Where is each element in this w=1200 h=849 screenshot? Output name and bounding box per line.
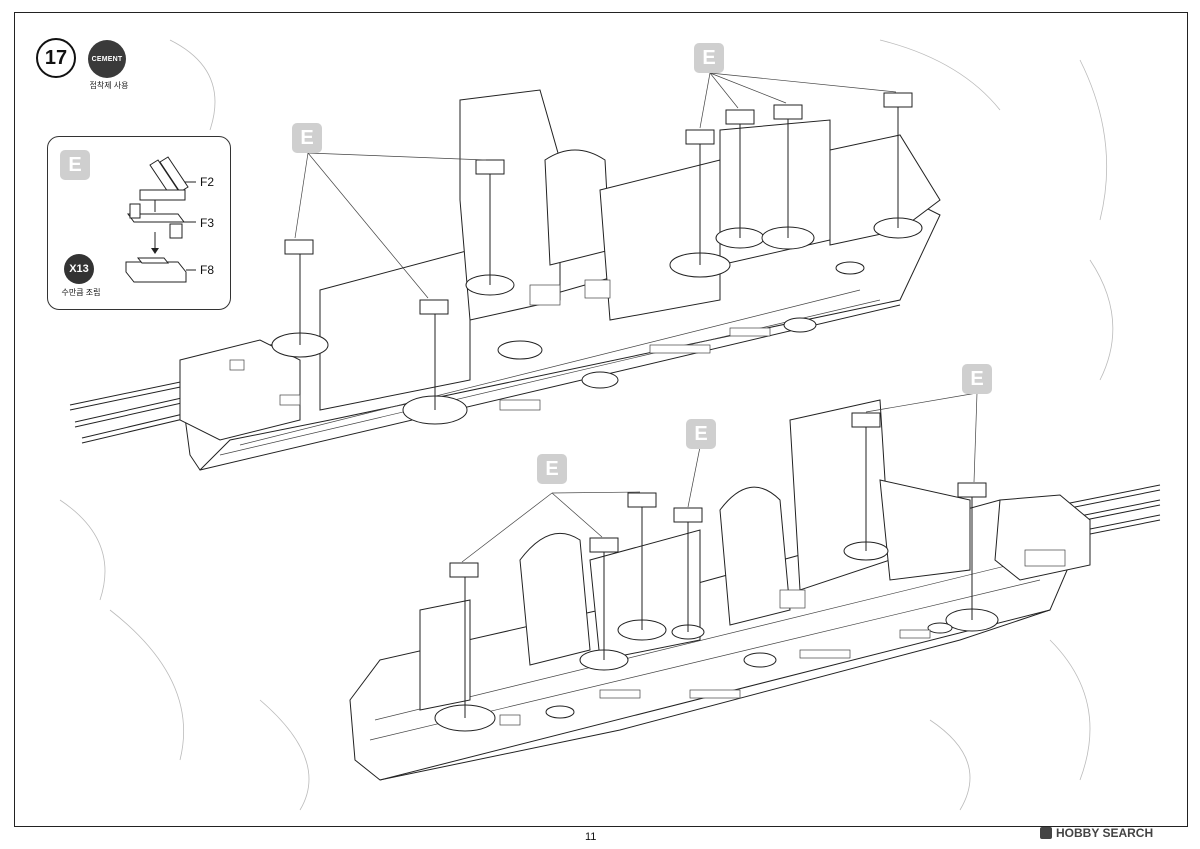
upper-ship-e-callout-1: E xyxy=(292,123,322,153)
forward-turret xyxy=(179,339,301,441)
step-number-badge: 17 xyxy=(36,38,76,78)
subassembly-e-tag: E xyxy=(60,150,90,180)
lower-mount-poles xyxy=(449,412,987,718)
lower-funnel xyxy=(719,486,791,626)
part-label-f8: F8 xyxy=(200,263,215,277)
cement-caption: 접착제 사용 xyxy=(89,81,129,90)
part-f3-drawing xyxy=(127,203,196,239)
watermark: HOBBY SEARCH xyxy=(1040,826,1153,840)
watermark-logo-icon xyxy=(1040,827,1052,839)
quantity-badge: X13 xyxy=(64,254,94,284)
quantity-caption: 수만큼 조립 xyxy=(61,288,101,297)
page-frame xyxy=(14,12,1188,827)
upper-ship-e-callout-2: E xyxy=(694,43,724,73)
lower-ship-e-callout-1: E xyxy=(537,454,567,484)
forward-superstructure xyxy=(319,249,471,411)
watermark-text: HOBBY SEARCH xyxy=(1056,826,1154,840)
part-label-f2: F2 xyxy=(200,175,215,189)
upper-mount-poles xyxy=(284,92,913,410)
part-label-f3: F3 xyxy=(200,216,215,230)
lower-forward-structure xyxy=(519,532,591,666)
lower-bridge-tower xyxy=(789,399,891,591)
page-number: 11 xyxy=(585,831,597,843)
lower-ship-e-callout-3: E xyxy=(962,364,992,394)
part-f8-drawing xyxy=(125,257,196,283)
part-f2-drawing xyxy=(139,156,196,201)
lower-ship-e-callout-2: E xyxy=(686,419,716,449)
aft-turret xyxy=(994,494,1091,581)
cement-icon: CEMENT xyxy=(88,40,126,78)
